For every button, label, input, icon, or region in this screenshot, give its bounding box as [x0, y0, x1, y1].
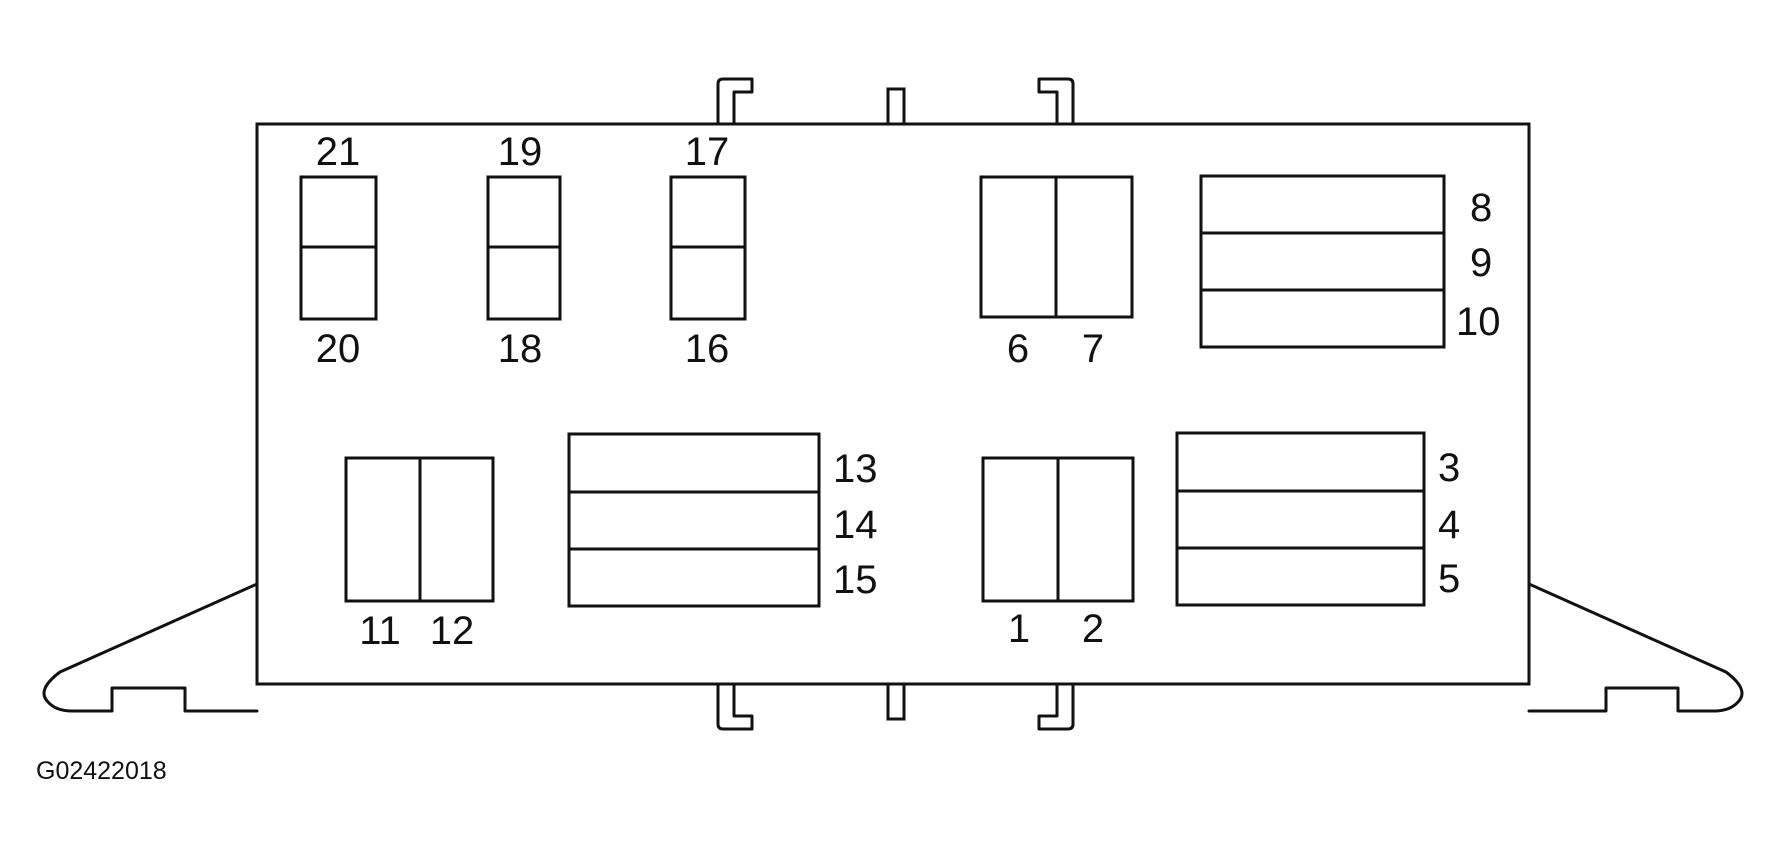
bottom-clip-left [716, 682, 754, 731]
fuse-slot-19-18 [486, 175, 562, 321]
label-18: 18 [498, 327, 543, 371]
label-11: 11 [359, 609, 401, 653]
relay-slot-11-12 [344, 456, 495, 603]
label-15: 15 [833, 558, 878, 602]
label-2: 2 [1082, 607, 1104, 651]
label-10: 10 [1456, 300, 1501, 344]
label-20: 20 [316, 327, 361, 371]
top-tab-center [886, 87, 906, 126]
relay-slot-3-4-5 [1175, 431, 1426, 607]
top-clip-left [716, 77, 754, 126]
top-clip-right [1037, 77, 1075, 126]
label-17: 17 [685, 130, 730, 174]
left-mounting-flange [42, 582, 259, 713]
label-3: 3 [1438, 446, 1460, 490]
bottom-clip-right [1037, 682, 1075, 731]
bottom-tab-center [886, 682, 906, 721]
label-14: 14 [833, 503, 878, 547]
relay-slot-1-2 [981, 456, 1135, 603]
label-19: 19 [498, 130, 543, 174]
label-13: 13 [833, 447, 878, 491]
label-4: 4 [1438, 503, 1460, 547]
right-mounting-flange [1527, 582, 1744, 713]
label-5: 5 [1438, 557, 1460, 601]
relay-slot-6-7 [979, 175, 1134, 319]
label-1: 1 [1008, 607, 1030, 651]
label-8: 8 [1470, 186, 1492, 230]
fuse-slot-21-20 [299, 175, 378, 321]
label-12: 12 [430, 609, 475, 653]
relay-slot-13-14-15 [567, 432, 821, 608]
relay-slot-8-9-10 [1199, 174, 1446, 349]
label-7: 7 [1082, 327, 1104, 371]
label-9: 9 [1470, 241, 1492, 285]
label-16: 16 [685, 327, 730, 371]
fuse-slot-17-16 [669, 175, 747, 321]
label-6: 6 [1007, 327, 1029, 371]
label-21: 21 [316, 130, 361, 174]
figure-reference-code: G02422018 [36, 757, 167, 785]
